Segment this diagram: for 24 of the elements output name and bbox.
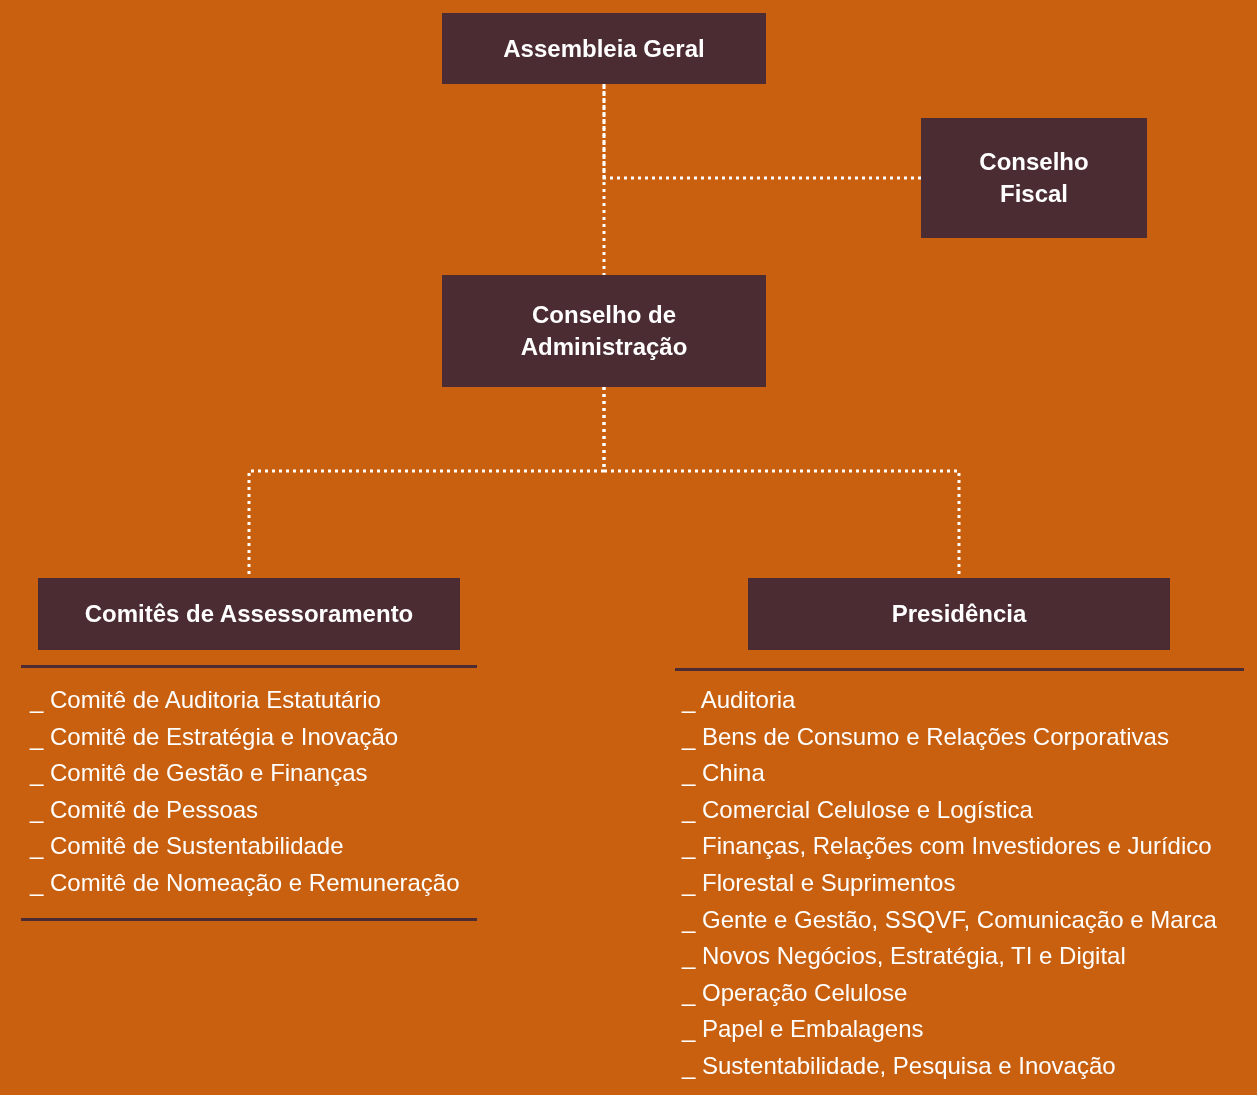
- list-item: _ Bens de Consumo e Relações Corporativas: [682, 722, 1169, 751]
- connector-line: [602, 84, 921, 180]
- list-item: _ Papel e Embalagens: [682, 1015, 924, 1044]
- org-box: Conselho Fiscal: [921, 118, 1147, 238]
- org-box: Presidência: [748, 578, 1170, 650]
- list-item: _ Comercial Celulose e Logística: [682, 795, 1033, 824]
- list-item: _ Comitê de Gestão e Finanças: [30, 759, 368, 788]
- list-item: _ Operação Celulose: [682, 978, 908, 1007]
- org-box: Comitês de Assessoramento: [38, 578, 460, 650]
- list-item: _ Comitê de Auditoria Estatutário: [30, 686, 381, 714]
- list-item: _ Comitê de Pessoas: [30, 795, 259, 824]
- list-item: _ Novos Negócios, Estratégia, TI e Digital: [682, 942, 1126, 971]
- list-item: _ Comitê de Sustentabilidade: [30, 832, 344, 861]
- list-item: _ Comitê de Estratégia e Inovação: [30, 722, 399, 751]
- org-box: Conselho de Administração: [442, 275, 766, 387]
- org-box: Assembleia Geral: [442, 13, 766, 84]
- list-item: _ Sustentabilidade, Pesquisa e Inovação: [682, 1052, 1116, 1080]
- list-item: _ Comitê de Nomeação e Remuneração: [30, 869, 460, 897]
- list-item: _ Gente e Gestão, SSQVF, Comunicação e Marca: [682, 905, 1217, 934]
- list-item: _ Finanças, Relações com Investidores e Jurídico: [682, 832, 1212, 861]
- list-item: _ Auditoria: [682, 686, 796, 714]
- list-item: _ Florestal e Suprimentos: [682, 869, 956, 897]
- list-item: _ China: [682, 759, 765, 788]
- connector-line: [602, 84, 606, 275]
